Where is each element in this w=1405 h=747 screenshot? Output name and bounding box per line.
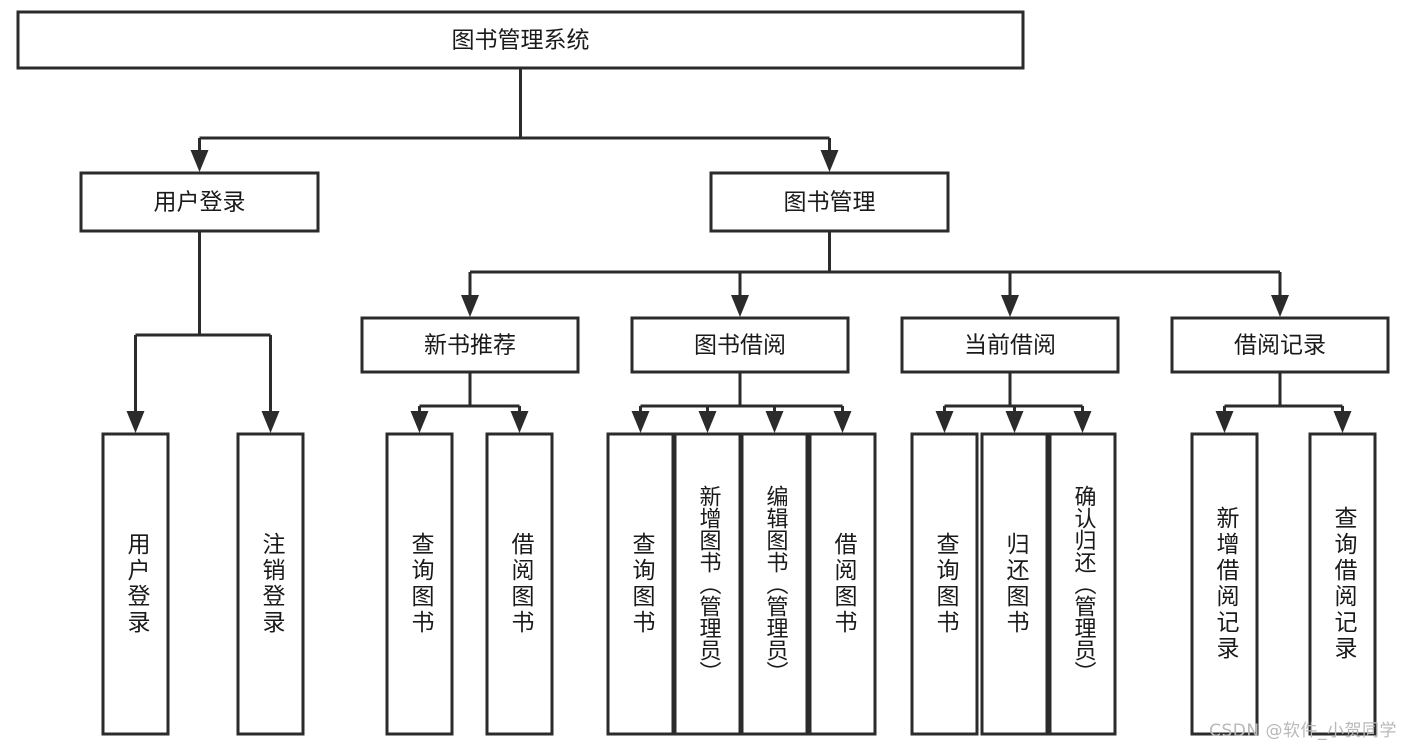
connector-lines (126, 68, 1352, 433)
node-book-borrow-label: 图书借阅 (694, 333, 786, 359)
node-leaf-borrow-book-1[interactable] (485, 432, 554, 736)
node-leaf-query-book-1[interactable] (385, 432, 454, 736)
node-leaf-return-book-rect[interactable] (980, 432, 1049, 736)
node-leaf-add-record-rect[interactable] (1190, 432, 1259, 736)
node-borrow-record-rect[interactable] (1170, 316, 1390, 374)
node-leaf-user-login-rect[interactable] (101, 432, 170, 736)
csdn-watermark: CSDN @软件_小贺同学 (1209, 721, 1397, 741)
node-leaf-edit-book-rect[interactable] (740, 432, 809, 736)
node-user-login-label: 用户登录 (154, 190, 246, 216)
node-leaf-borrow-book-2-rect[interactable] (808, 432, 877, 736)
node-current-borrow-label: 当前借阅 (964, 333, 1056, 359)
node-leaf-add-book[interactable] (673, 432, 742, 736)
node-leaf-edit-book[interactable] (740, 432, 809, 736)
node-leaf-query-book-2[interactable] (606, 432, 675, 736)
node-root-label: 图书管理系统 (452, 28, 590, 54)
node-leaf-logout[interactable] (236, 432, 305, 736)
node-leaf-return-book[interactable] (980, 432, 1049, 736)
node-new-book-recommend-rect[interactable] (360, 316, 580, 374)
node-root[interactable]: 图书管理系统 (16, 10, 1025, 70)
node-leaf-query-book-1-rect[interactable] (385, 432, 454, 736)
node-root-rect[interactable] (16, 10, 1025, 70)
node-leaf-confirm-return-rect[interactable] (1048, 432, 1117, 736)
node-new-book-recommend-label: 新书推荐 (424, 333, 516, 359)
node-new-book-recommend[interactable]: 新书推荐 (360, 316, 580, 374)
node-leaf-query-book-3[interactable] (910, 432, 979, 736)
node-leaf-borrow-book-2[interactable] (808, 432, 877, 736)
node-leaf-user-login[interactable] (101, 432, 170, 736)
node-book-borrow-rect[interactable] (630, 316, 850, 374)
node-borrow-record[interactable]: 借阅记录 (1170, 316, 1390, 374)
node-user-login[interactable]: 用户登录 (79, 171, 320, 233)
node-book-borrow[interactable]: 图书借阅 (630, 316, 850, 374)
node-leaf-logout-rect[interactable] (236, 432, 305, 736)
node-leaf-query-book-2-rect[interactable] (606, 432, 675, 736)
node-book-manage[interactable]: 图书管理 (709, 171, 950, 233)
node-user-login-rect[interactable] (79, 171, 320, 233)
node-leaf-add-book-rect[interactable] (673, 432, 742, 736)
node-leaf-query-record[interactable] (1308, 432, 1377, 736)
node-leaf-add-record[interactable] (1190, 432, 1259, 736)
node-book-manage-label: 图书管理 (784, 190, 876, 216)
node-leaf-borrow-book-1-rect[interactable] (485, 432, 554, 736)
node-leaf-query-record-rect[interactable] (1308, 432, 1377, 736)
node-leaf-query-book-3-rect[interactable] (910, 432, 979, 736)
node-leaf-confirm-return[interactable] (1048, 432, 1117, 736)
node-borrow-record-label: 借阅记录 (1234, 333, 1326, 359)
node-current-borrow[interactable]: 当前借阅 (900, 316, 1120, 374)
node-current-borrow-rect[interactable] (900, 316, 1120, 374)
node-book-manage-rect[interactable] (709, 171, 950, 233)
